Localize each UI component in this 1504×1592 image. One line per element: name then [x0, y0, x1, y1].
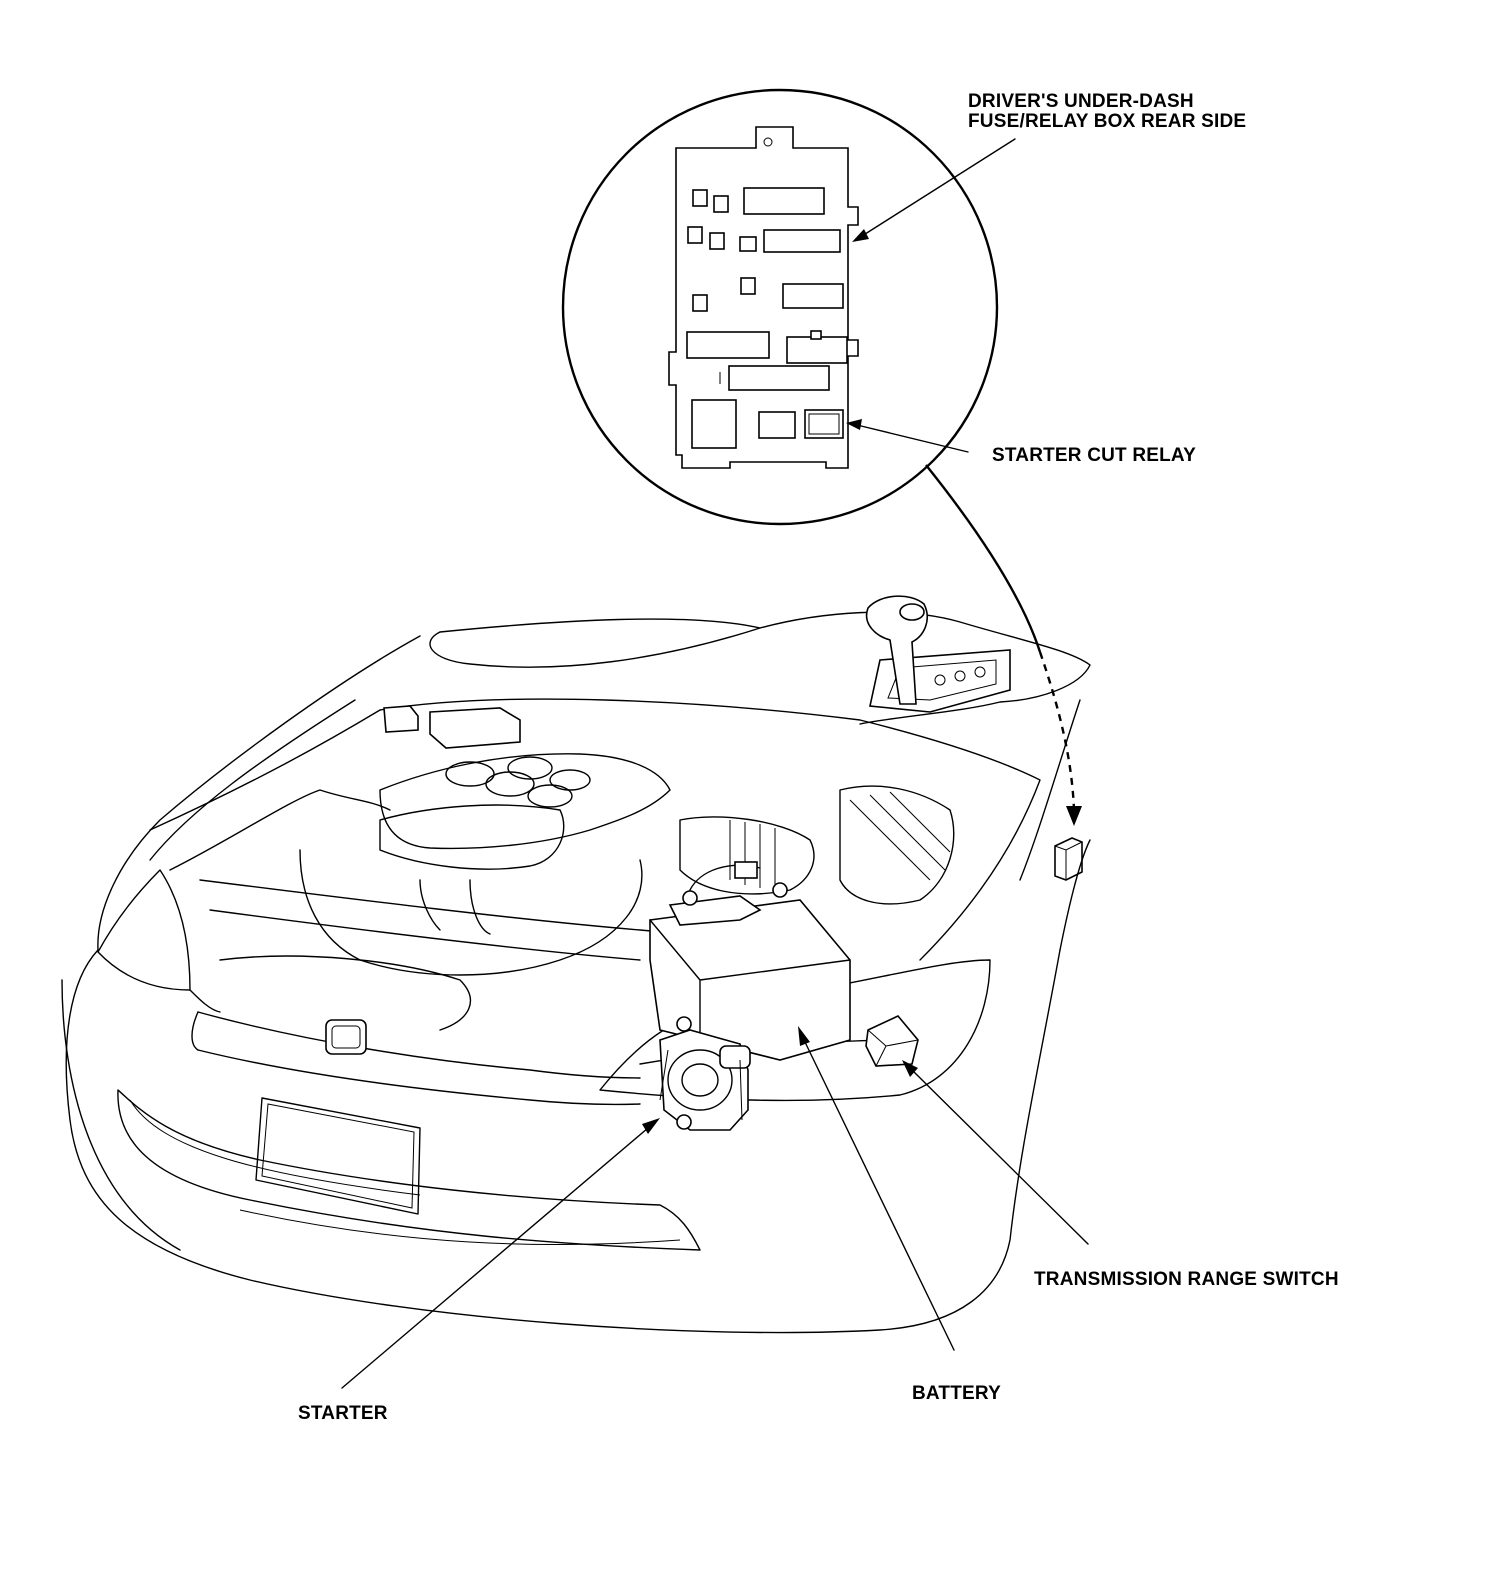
- starter-leader: [341, 1118, 660, 1389]
- transmission-range-switch-label: TRANSMISSION RANGE SWITCH: [1034, 1269, 1339, 1290]
- engine-bay: [149, 698, 1041, 1031]
- transmission-range-switch-leader: [902, 1060, 1089, 1245]
- fuse-relay-box: [668, 126, 859, 469]
- battery: [649, 861, 851, 1061]
- battery-leader: [798, 1026, 955, 1351]
- fuse-box-detail-circle: [561, 88, 999, 526]
- fuse-box-leader: [852, 138, 1016, 242]
- car-body-outline: [61, 611, 1091, 1334]
- gear-shifter: [865, 595, 1011, 713]
- starter: [659, 1016, 751, 1131]
- battery-label: BATTERY: [912, 1383, 1002, 1404]
- detail-callout-line: [925, 464, 1083, 881]
- starter-cut-relay-label: STARTER CUT RELAY: [992, 445, 1196, 466]
- fuse-box-label-line2: FUSE/RELAY BOX REAR SIDE: [968, 111, 1247, 132]
- starter-cut-relay-leader: [846, 419, 969, 453]
- fuse-box-label-line1: DRIVER'S UNDER-DASH: [968, 91, 1194, 112]
- starter-label: STARTER: [298, 1403, 388, 1424]
